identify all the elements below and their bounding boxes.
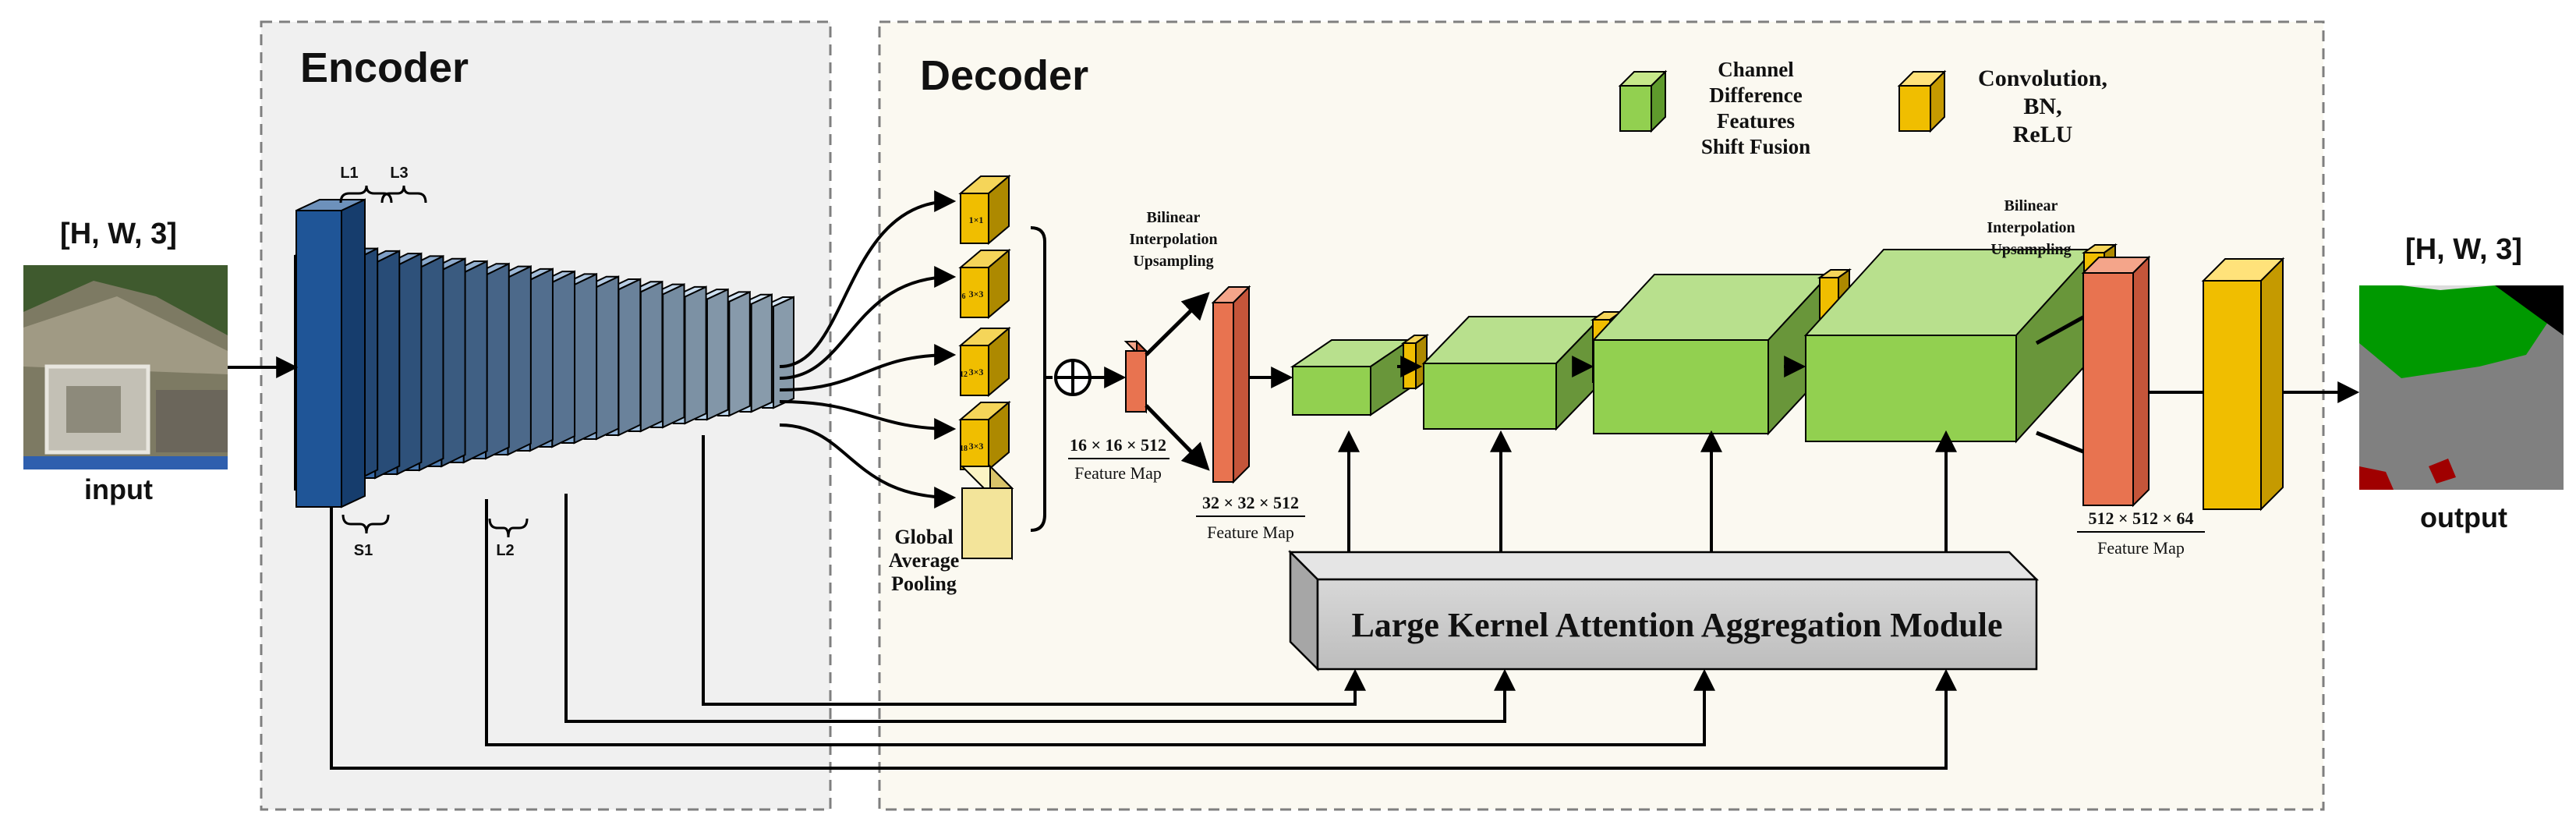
encoder-backbone [294,198,794,508]
fm512-caption: Feature Map [2097,538,2185,558]
legend-conv-line2: BN, [2023,94,2061,119]
cdfsf-block [1290,338,1413,416]
aspp-rate-label: 18 [960,445,968,453]
final-conv-block [2201,257,2285,512]
aspp-rate-label: 12 [960,370,968,379]
legend-conv-swatch [1897,69,1947,133]
legend-cdfsf-line4: Shift Fusion [1701,135,1810,158]
gap-label-2: Average [889,549,959,572]
legend-conv-line1: Convolution, [1978,66,2107,91]
aspp-branch-arrows [779,190,957,508]
lkaa-module [1287,549,2040,672]
legend-cdfsf-line2: Difference [1709,83,1802,107]
output-label: output [2420,501,2507,533]
fm32-block [1211,285,1251,484]
output-shape: [H, W, 3] [2405,233,2522,266]
lkaa-to-stage-arrows [1338,430,1957,552]
aspp-kernel-label: 3×3 [969,441,984,452]
input-label: input [84,473,153,505]
gap-label-1: Global [894,526,953,548]
legend-cdfsf-line1: Channel [1718,58,1794,81]
encoder-stem-block [295,198,366,508]
fm512-block [2081,255,2151,508]
gap-label-3: Pooling [891,572,957,595]
aspp-conv-block: 3×312 [958,326,1011,398]
upsample2-line1: Bilinear [2005,197,2058,214]
marker-l1: L1 [340,165,358,182]
fm512-dims: 512 × 512 × 64 [2088,508,2193,528]
legend-cdfsf-line3: Features [1717,109,1795,133]
input-shape: [H, W, 3] [60,218,177,250]
fm32-caption: Feature Map [1207,523,1294,542]
cdfsf-block [1421,314,1604,431]
upsample2-line2: Interpolation [1987,219,2075,236]
fm16-block [1123,339,1148,414]
sum-operator [1054,359,1092,396]
aspp-conv-block: 3×36 [958,248,1011,320]
aspp-kernel-label: 3×3 [969,367,984,377]
output-segmentation-map [2359,285,2564,490]
fm32-dims: 32 × 32 × 512 [1202,493,1299,512]
decoder-title: Decoder [920,52,1088,99]
encoder-markers [339,185,529,538]
marker-s1: S1 [354,542,373,559]
legend-cdfsf-swatch [1618,69,1668,133]
input-image [23,265,228,469]
encoder-title: Encoder [300,44,469,91]
arrow-fm16-to-fm32-top [1145,292,1210,356]
legend-conv-line3: ReLU [2013,122,2073,147]
marker-l3: L3 [390,165,408,182]
cdfsf-block [1803,247,2097,444]
upsample1-line2: Interpolation [1129,231,1217,248]
aspp-kernel-label: 1×1 [969,214,984,225]
lkaa-label: Large Kernel Attention Aggregation Modul… [1351,606,2002,644]
skip-connections [330,435,1957,770]
upsample1-line1: Bilinear [1147,209,1201,226]
aspp-kernel-label: 3×3 [969,289,984,299]
aspp-rate-label: 6 [962,292,966,301]
upsample1-line3: Upsampling [1133,253,1213,270]
gap-block [960,464,1014,561]
fm16-dims: 16 × 16 × 512 [1070,435,1166,455]
aspp-conv-block: 1×1 [958,174,1011,246]
fm16-caption: Feature Map [1074,463,1162,483]
aspp-conv-block: 3×318 [958,400,1011,472]
upsample2-line3: Upsampling [1990,241,2071,258]
arrow-fm16-to-fm32-bottom [1145,404,1210,471]
marker-l2: L2 [496,542,514,559]
cdfsf-stage-4 [1803,243,2118,444]
